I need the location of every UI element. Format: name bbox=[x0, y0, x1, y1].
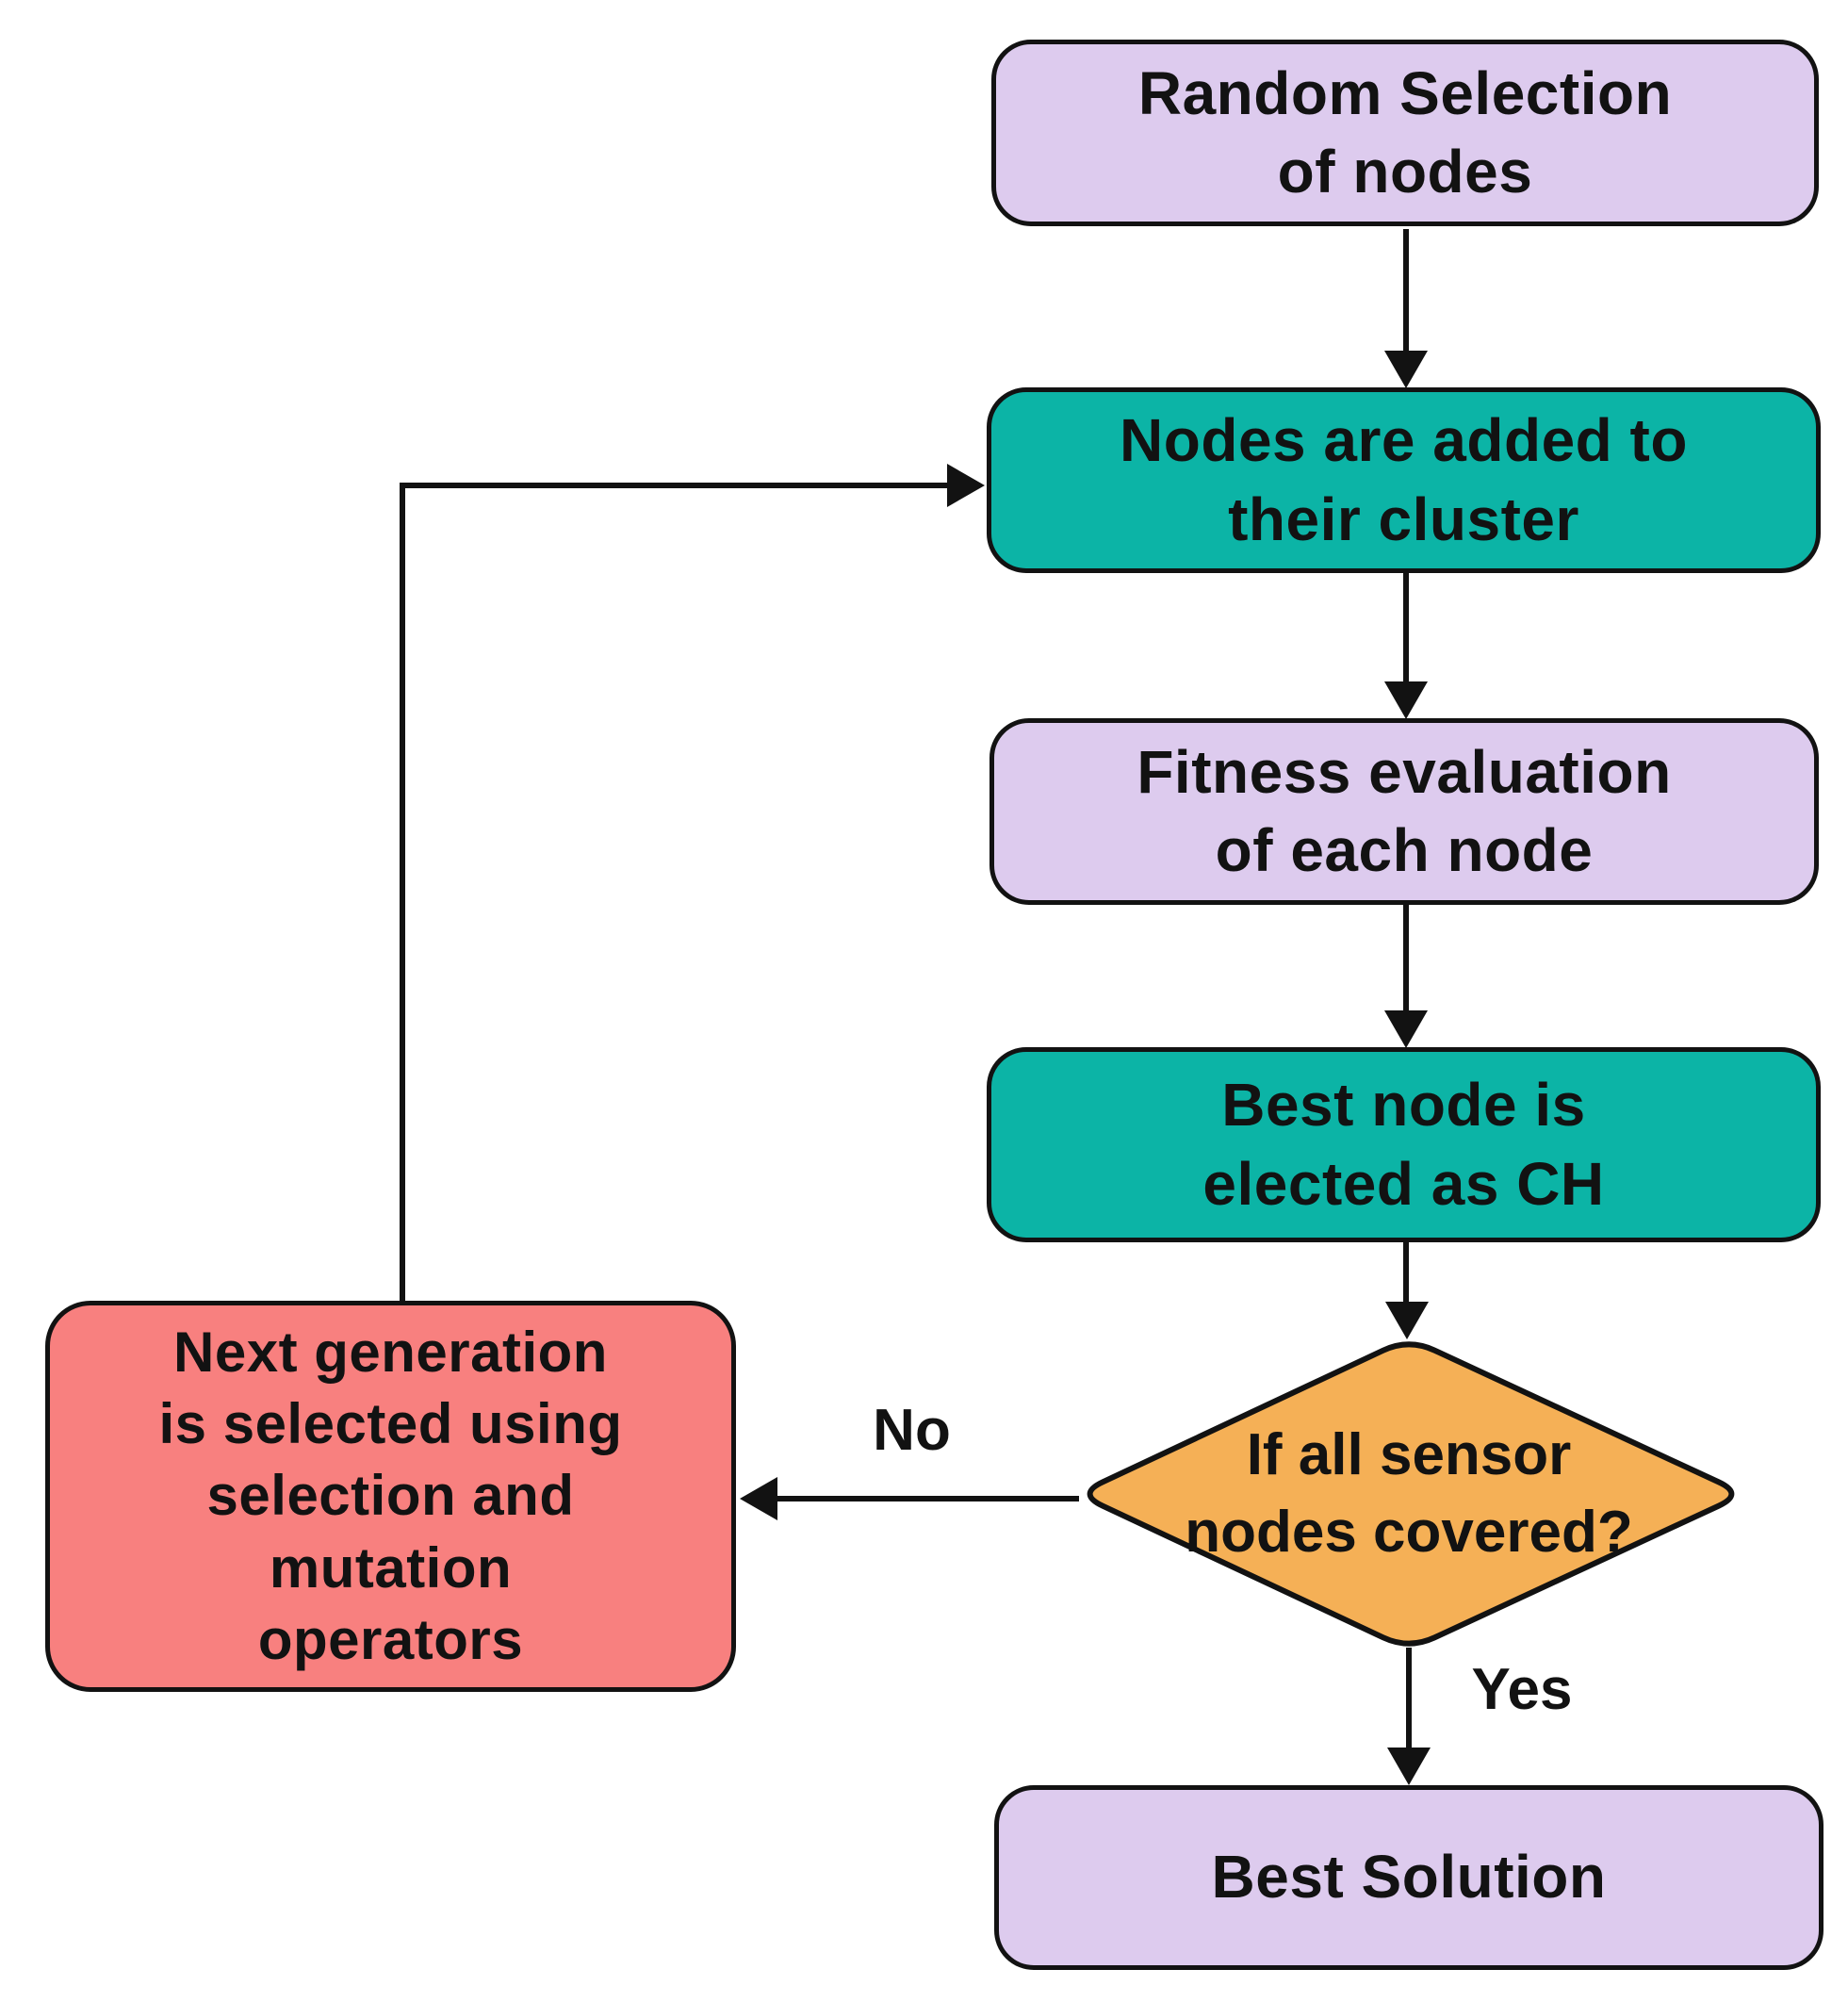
node-text-line: operators bbox=[257, 1607, 524, 1671]
arrow-cluster-to-fitness bbox=[1384, 573, 1428, 719]
node-text-line: If all sensor bbox=[1246, 1421, 1572, 1487]
node-decision-all-sensors-covered: If all sensor nodes covered? bbox=[1107, 1400, 1710, 1588]
node-text-line: Fitness evaluation bbox=[1137, 737, 1672, 806]
node-best-solution: Best Solution bbox=[994, 1785, 1823, 1970]
node-text-line: of each node bbox=[1215, 816, 1594, 884]
node-text-line: Best node is bbox=[1221, 1071, 1586, 1140]
node-best-node-elected-ch: Best node is elected as CH bbox=[987, 1047, 1821, 1242]
node-fitness-evaluation: Fitness evaluation of each node bbox=[989, 718, 1819, 905]
node-text-line: of nodes bbox=[1277, 138, 1533, 205]
node-text-line: Best Solution bbox=[1211, 1843, 1607, 1912]
decision-diamond-shape bbox=[1087, 1341, 1735, 1647]
arrow-decision-to-solution bbox=[1387, 1648, 1431, 1785]
arrow-fitness-to-bestnode bbox=[1384, 903, 1428, 1048]
node-text-line: mutation bbox=[269, 1535, 513, 1600]
arrow-random-to-cluster bbox=[1384, 229, 1428, 388]
node-next-generation: Next generation is selected using select… bbox=[45, 1301, 736, 1692]
node-text-line: Nodes are added to bbox=[1120, 406, 1688, 475]
node-random-selection: Random Selection of nodes bbox=[991, 40, 1819, 226]
node-text-line: their cluster bbox=[1228, 484, 1579, 553]
node-text-line: elected as CH bbox=[1202, 1149, 1605, 1218]
edge-label-no: No bbox=[873, 1398, 951, 1463]
arrow-nextgen-to-cluster-loop bbox=[400, 464, 985, 1303]
edge-label-yes: Yes bbox=[1471, 1657, 1573, 1722]
node-nodes-added-to-cluster: Nodes are added to their cluster bbox=[987, 387, 1821, 573]
node-text-line: nodes covered? bbox=[1185, 1500, 1633, 1565]
arrow-bestnode-to-decision bbox=[1385, 1240, 1429, 1339]
arrow-decision-to-nextgen bbox=[740, 1477, 1079, 1520]
node-text-line: Random Selection bbox=[1137, 58, 1673, 127]
node-text-line: selection and bbox=[206, 1464, 575, 1528]
node-text-line: Next generation bbox=[173, 1321, 608, 1385]
node-text-line: is selected using bbox=[158, 1392, 623, 1456]
